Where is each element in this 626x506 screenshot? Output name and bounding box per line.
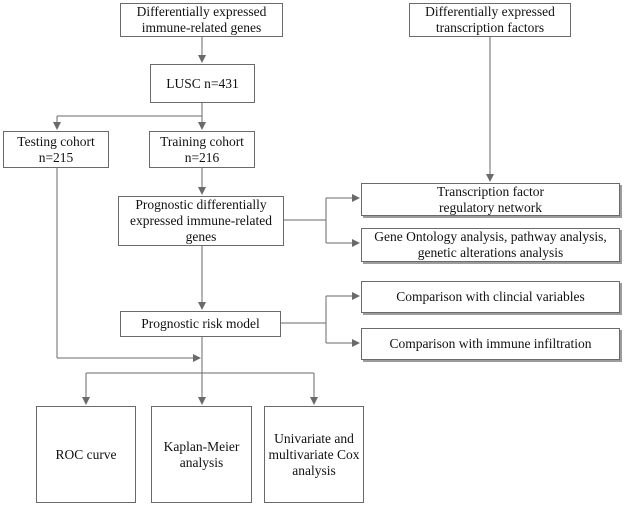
node-label-line: n=215 (38, 149, 74, 165)
node-label-line: Univariate and (274, 430, 354, 446)
node-label-line: Training cohort (160, 133, 244, 149)
node-risk-model: Prognostic risk model (120, 311, 281, 337)
node-label-line: regulatory network (438, 199, 543, 215)
node-label-line: n=216 (184, 149, 220, 165)
node-label-line: multivariate Cox (268, 446, 360, 462)
node-label-line: expressed immune-related (129, 213, 273, 228)
node-label-line: Differentially expressed (136, 4, 267, 19)
node-roc-curve: ROC curve (36, 406, 136, 503)
node-label-line: transcription factors (435, 20, 545, 35)
node-label-line: Prognostic differentially (135, 197, 267, 212)
node-label-line: genetic alterations analysis (417, 245, 564, 260)
node-label-line: analysis (292, 462, 336, 478)
node-lusc: LUSC n=431 (150, 64, 255, 103)
node-label-line: ROC curve (55, 446, 117, 462)
node-clinical-comparison: Comparison with clincial variables (361, 281, 620, 313)
node-label-line: analysis (179, 454, 224, 470)
node-label-line: Comparison with clincial variables (396, 289, 585, 304)
node-go-pathway: Gene Ontology analysis, pathway analysis… (361, 228, 620, 262)
node-label-line: Testing cohort (17, 133, 95, 149)
node-label-line: immune-related genes (141, 20, 262, 35)
node-label-line: Gene Ontology analysis, pathway analysis… (374, 229, 607, 244)
node-label-line: Transcription factor (436, 183, 545, 199)
node-label-line: Prognostic risk model (141, 316, 260, 331)
node-label-line: genes (185, 229, 217, 244)
node-label-line: Kaplan-Meier (163, 438, 240, 454)
node-label-line: LUSC n=431 (166, 75, 239, 91)
node-label-line: Comparison with immune infiltration (389, 336, 592, 351)
node-immune-comparison: Comparison with immune infiltration (361, 328, 620, 360)
node-label-line: Differentially expressed (425, 4, 555, 19)
